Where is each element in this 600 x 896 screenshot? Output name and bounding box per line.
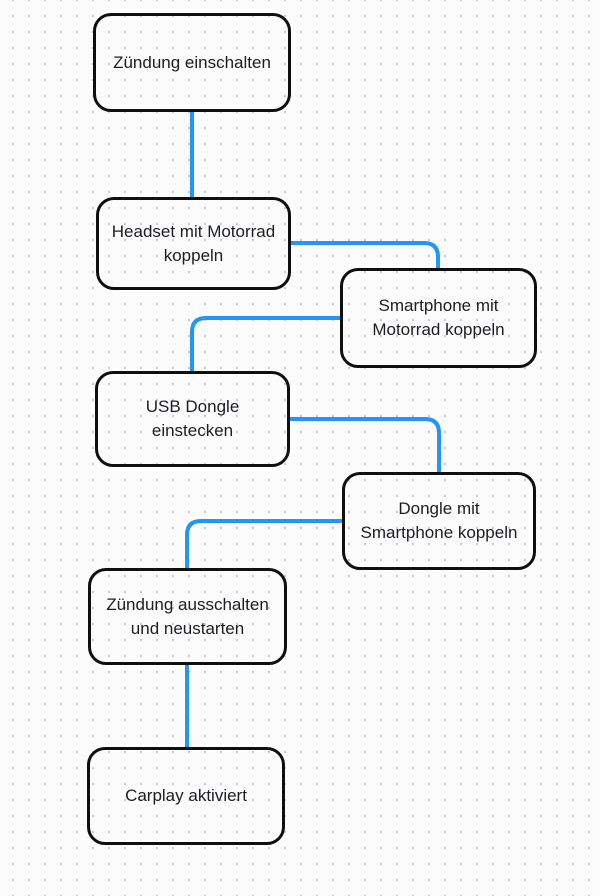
node-zuendung-ausschalten-neustarten[interactable]: Zündung ausschalten und neustarten (88, 568, 287, 665)
flow-edge-smartphone-to-dongle[interactable] (190, 316, 340, 371)
node-label: Zündung einschalten (113, 52, 271, 72)
node-label: USB Dongle einstecken (145, 397, 240, 440)
flow-edge-dongle-to-pairing[interactable] (290, 417, 441, 472)
node-label: Carplay aktiviert (125, 786, 247, 806)
node-label: Headset mit Motorrad koppeln (111, 221, 276, 265)
node-carplay-aktiviert[interactable]: Carplay aktiviert (87, 747, 285, 845)
node-label: Zündung ausschalten und neustarten (106, 594, 269, 638)
node-zuendung-einschalten[interactable]: Zündung einschalten (93, 13, 291, 112)
node-dongle-mit-smartphone-koppeln[interactable]: Dongle mit Smartphone koppeln (342, 472, 536, 570)
node-label: Smartphone mit Motorrad koppeln (372, 296, 505, 339)
node-usb-dongle-einstecken[interactable]: USB Dongle einstecken (95, 371, 290, 467)
flow-edge-pairing-to-restart[interactable] (185, 519, 342, 568)
node-label: Dongle mit Smartphone koppeln (360, 499, 518, 542)
flow-edge-headset-to-smartphone[interactable] (291, 241, 440, 268)
node-smartphone-mit-motorrad-koppeln[interactable]: Smartphone mit Motorrad koppeln (340, 268, 537, 368)
node-headset-mit-motorrad-koppeln[interactable]: Headset mit Motorrad koppeln (96, 197, 291, 290)
